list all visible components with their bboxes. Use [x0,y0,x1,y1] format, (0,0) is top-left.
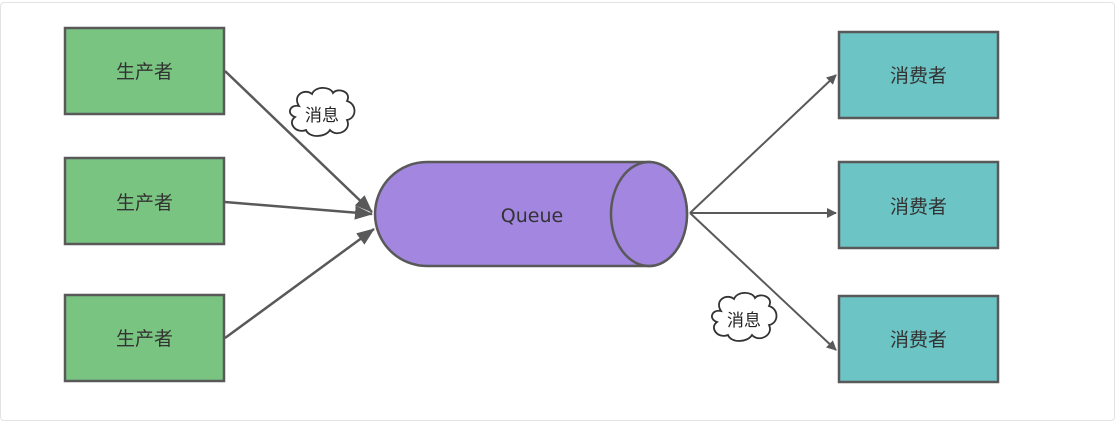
consumer-connectors [689,74,837,351]
message-label: 消息 [305,106,339,126]
connector-queue-consumer-1 [689,74,837,214]
queue-end-cap [609,160,689,268]
cloud-shape-icon [711,291,778,342]
producer-connectors [224,70,375,340]
queue-cylinder: Queue [373,160,689,268]
message-label: 消息 [727,311,761,331]
queue-label: Queue [501,205,563,227]
producer-label: 生产者 [116,192,173,214]
consumer-box-3: 消费者 [837,294,1000,384]
cloud-shape-icon [289,86,356,137]
producer-label: 生产者 [116,61,173,83]
connector-producer-3-queue [224,227,375,340]
message-cloud-1: 消息 [289,86,356,137]
connector-producer-2-queue [224,200,373,220]
connector-queue-consumer-3 [689,212,837,351]
consumer-box-1: 消费者 [837,30,1000,120]
producer-box-3: 生产者 [63,293,226,383]
consumer-label: 消费者 [890,65,947,87]
consumer-box-2: 消费者 [837,160,1000,250]
producer-box-1: 生产者 [63,26,226,116]
producer-box-2: 生产者 [63,156,226,246]
message-cloud-2: 消息 [711,291,778,342]
consumer-label: 消费者 [890,196,947,218]
consumer-label: 消费者 [890,329,947,351]
connector-producer-1-queue [224,70,373,213]
producer-label: 生产者 [116,328,173,350]
